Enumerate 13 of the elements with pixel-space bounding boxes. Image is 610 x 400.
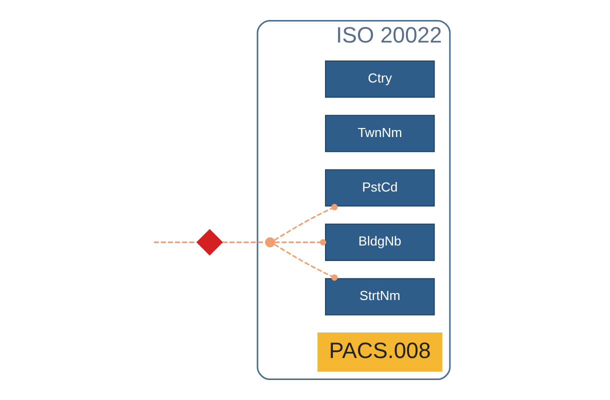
connector [274, 244, 338, 281]
node-box: TwnNm [324, 114, 434, 152]
connector [153, 242, 196, 244]
node-box: BldgNb [324, 224, 434, 261]
node-box: PACS.008 [316, 332, 442, 372]
connector [274, 239, 326, 246]
node-cross [196, 229, 222, 256]
node-box: PstCd [324, 169, 434, 207]
node-circle [264, 237, 275, 248]
node-box: StrtNm [324, 278, 434, 316]
connector [274, 204, 338, 241]
node-box: Ctry [324, 60, 434, 98]
connector [222, 242, 265, 244]
